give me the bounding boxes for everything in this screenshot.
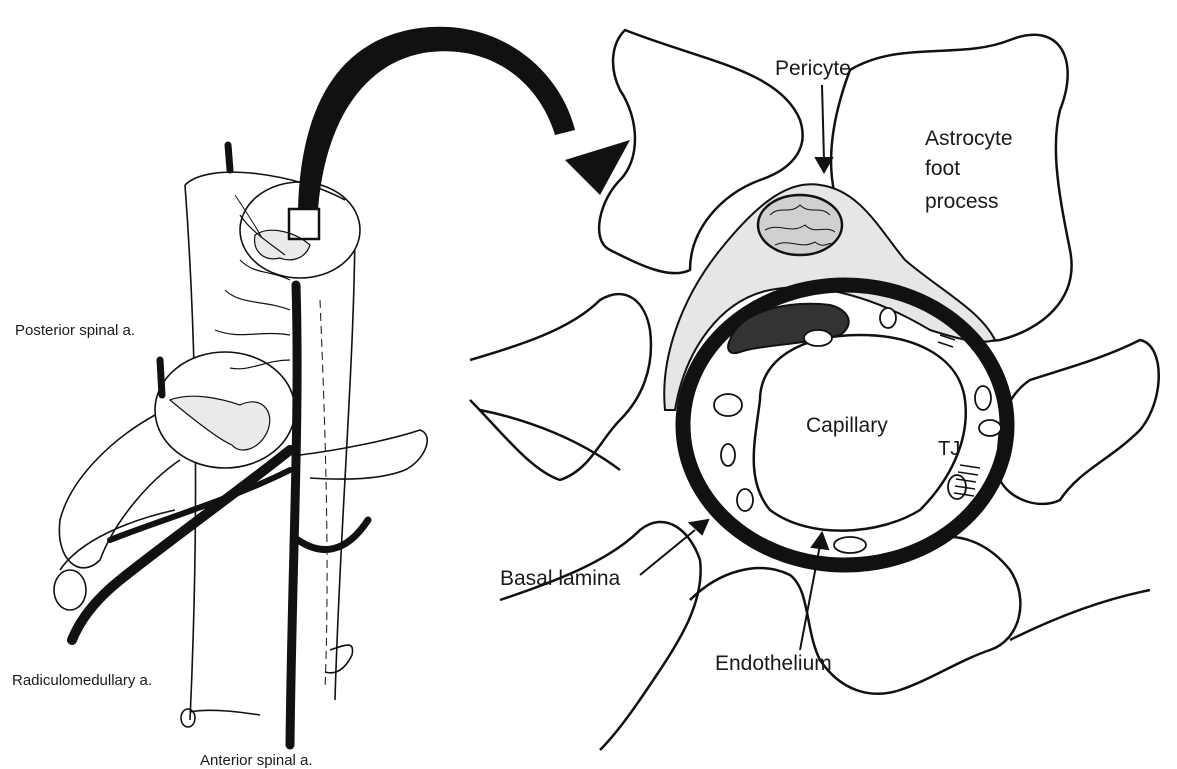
top-vessel-stub (228, 145, 230, 170)
cord-right-edge (335, 215, 355, 700)
lower-right-root (325, 645, 353, 673)
mitochondrion-9 (834, 537, 866, 553)
mitochondrion-2 (880, 308, 896, 328)
right-nerve-root (300, 430, 427, 479)
mitochondrion-1 (804, 330, 832, 346)
label-astrocyte-line1: Astrocyte (925, 127, 1013, 150)
mitochondrion-5 (737, 489, 753, 511)
pericyte-nucleus (758, 195, 842, 255)
branch-3 (215, 330, 290, 335)
label-posterior-spinal: Posterior spinal a. (15, 322, 135, 339)
mitochondrion-3 (714, 394, 742, 416)
radiculomedullary-upper (110, 470, 290, 540)
radiculomedullary-artery (72, 450, 290, 640)
zoom-arrow-head (565, 140, 630, 195)
mitochondrion-6 (975, 386, 991, 410)
anterior-spinal-artery (290, 285, 297, 745)
label-radiculomedullary: Radiculomedullary a. (12, 672, 152, 689)
astrocyte-process-bottom-right (1010, 590, 1150, 640)
label-tj: TJ (938, 438, 960, 460)
spinal-cord-illustration (54, 172, 427, 727)
basal-lamina-pointer (640, 530, 695, 575)
label-astrocyte-line2: foot (925, 157, 960, 180)
astrocyte-process-left-lower (480, 410, 620, 470)
cord-dashed-line (320, 300, 327, 690)
pericyte-pointer (822, 85, 824, 160)
label-basal-lamina: Basal lamina (500, 567, 621, 590)
astrocyte-process-left (470, 294, 651, 480)
zoom-arrow (298, 27, 575, 210)
posterior-spinal-stub (160, 360, 162, 395)
label-astrocyte-line3: process (925, 190, 999, 213)
astrocyte-process-right (998, 340, 1158, 504)
left-root-cut (54, 570, 86, 610)
mitochondrion-7 (979, 420, 1001, 436)
branch-2 (225, 290, 290, 310)
label-endothelium: Endothelium (715, 652, 832, 675)
mitochondrion-4 (721, 444, 735, 466)
right-branch-artery (298, 520, 368, 550)
label-pericyte: Pericyte (775, 57, 851, 80)
label-capillary: Capillary (806, 414, 888, 437)
astrocyte-process-bottom-left (500, 522, 701, 750)
label-anterior-spinal: Anterior spinal a. (200, 752, 313, 769)
bottom-left-root (190, 710, 260, 715)
bottom-root-cut (181, 709, 195, 727)
